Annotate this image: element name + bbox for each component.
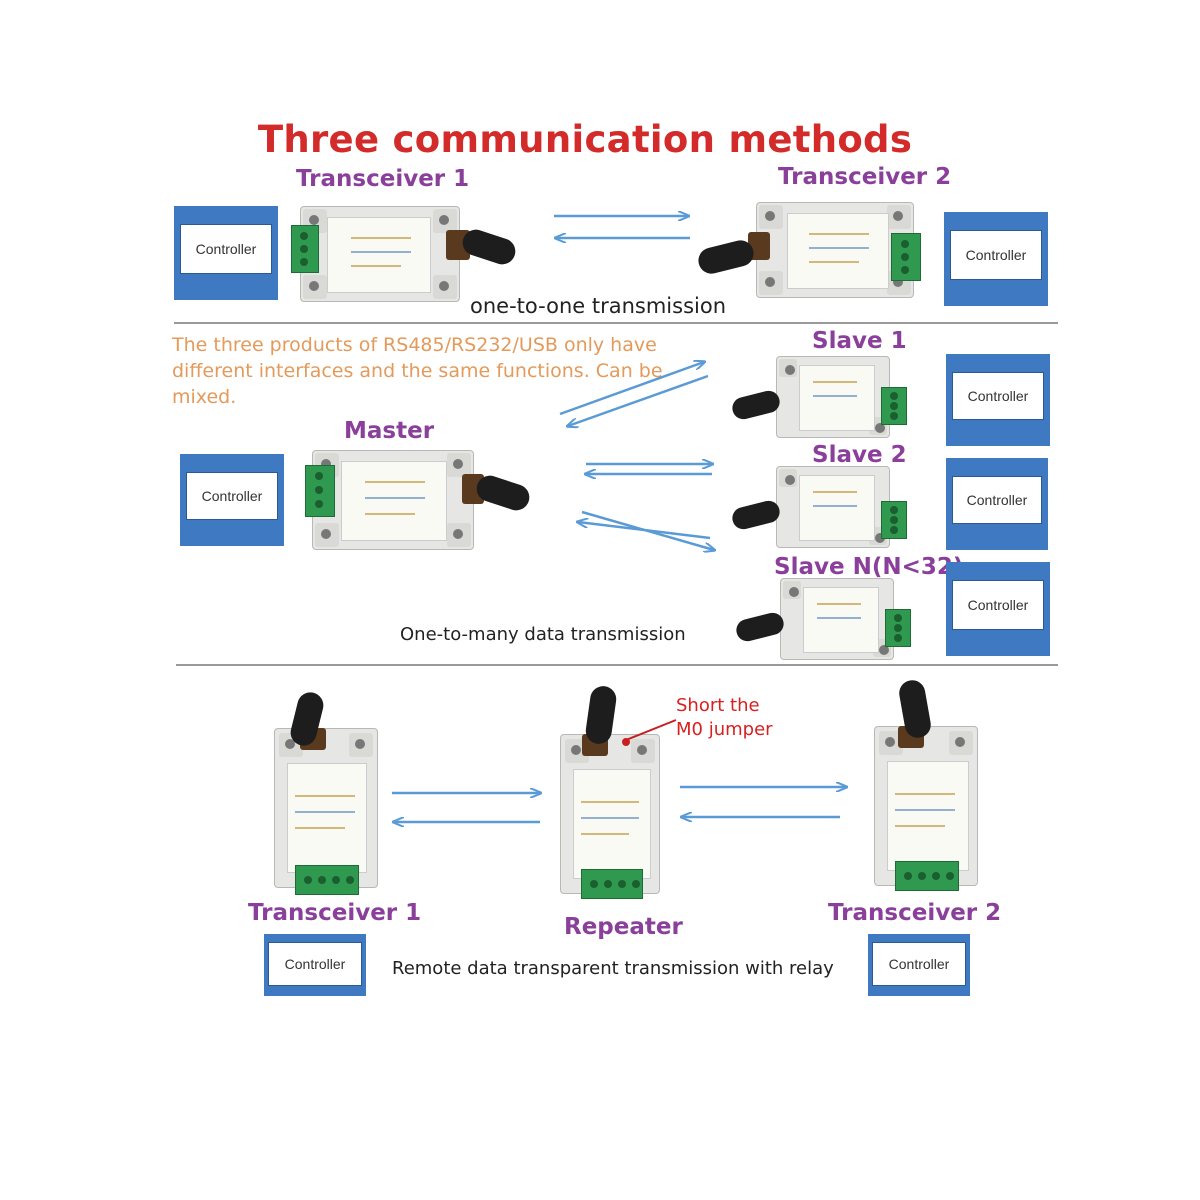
controller-box: Controller xyxy=(946,562,1050,656)
transceiver-module xyxy=(756,202,921,298)
controller-box: Controller xyxy=(946,458,1048,550)
one-to-one-caption: one-to-one transmission xyxy=(470,294,726,318)
compatibility-note: The three products of RS485/RS232/USB on… xyxy=(172,334,663,408)
repeater-module xyxy=(560,734,660,899)
slave-1-label: Slave 1 xyxy=(812,328,907,354)
controller-box: Controller xyxy=(868,934,970,996)
master-label: Master xyxy=(344,418,435,444)
section-divider xyxy=(176,664,1058,666)
arrow-to-slave-1 xyxy=(559,362,704,416)
controller-label: Controller xyxy=(268,942,362,986)
transceiver-module xyxy=(874,726,978,891)
transceiver-1-label: Transceiver 1 xyxy=(296,166,470,192)
jumper-note: Short the M0 jumper xyxy=(676,695,773,740)
one-to-many-caption: One-to-many data transmission xyxy=(400,624,686,645)
slave-2-label: Slave 2 xyxy=(812,442,907,468)
master-module xyxy=(305,450,474,550)
diagram-title: Three communication methods xyxy=(257,118,913,161)
controller-label: Controller xyxy=(952,580,1044,630)
controller-box: Controller xyxy=(264,934,366,996)
relay-caption: Remote data transparent transmission wit… xyxy=(392,958,834,979)
transceiver-module xyxy=(274,728,378,895)
repeater-label: Repeater xyxy=(564,914,683,940)
controller-label: Controller xyxy=(952,476,1042,524)
jumper-pointer xyxy=(625,719,677,741)
controller-label: Controller xyxy=(950,230,1042,280)
controller-label: Controller xyxy=(952,372,1044,420)
controller-label: Controller xyxy=(180,224,272,274)
slave-n-label: Slave N(N<32) xyxy=(774,554,964,580)
slave-module xyxy=(776,466,907,548)
jumper-marker xyxy=(622,738,630,746)
arrow-from-slave-1 xyxy=(568,374,709,426)
section-divider xyxy=(174,322,1058,324)
arrow-from-slave-n xyxy=(578,522,711,540)
transceiver-2-label: Transceiver 2 xyxy=(828,900,1002,926)
controller-box: Controller xyxy=(174,206,278,300)
controller-box: Controller xyxy=(180,454,284,546)
slave-module xyxy=(776,356,907,438)
transceiver-2-label: Transceiver 2 xyxy=(778,164,952,190)
slave-module xyxy=(780,578,911,660)
controller-label: Controller xyxy=(186,472,278,520)
controller-box: Controller xyxy=(944,212,1048,306)
controller-box: Controller xyxy=(946,354,1050,446)
controller-label: Controller xyxy=(872,942,966,986)
transceiver-module xyxy=(291,206,460,302)
transceiver-1-label: Transceiver 1 xyxy=(248,900,422,926)
